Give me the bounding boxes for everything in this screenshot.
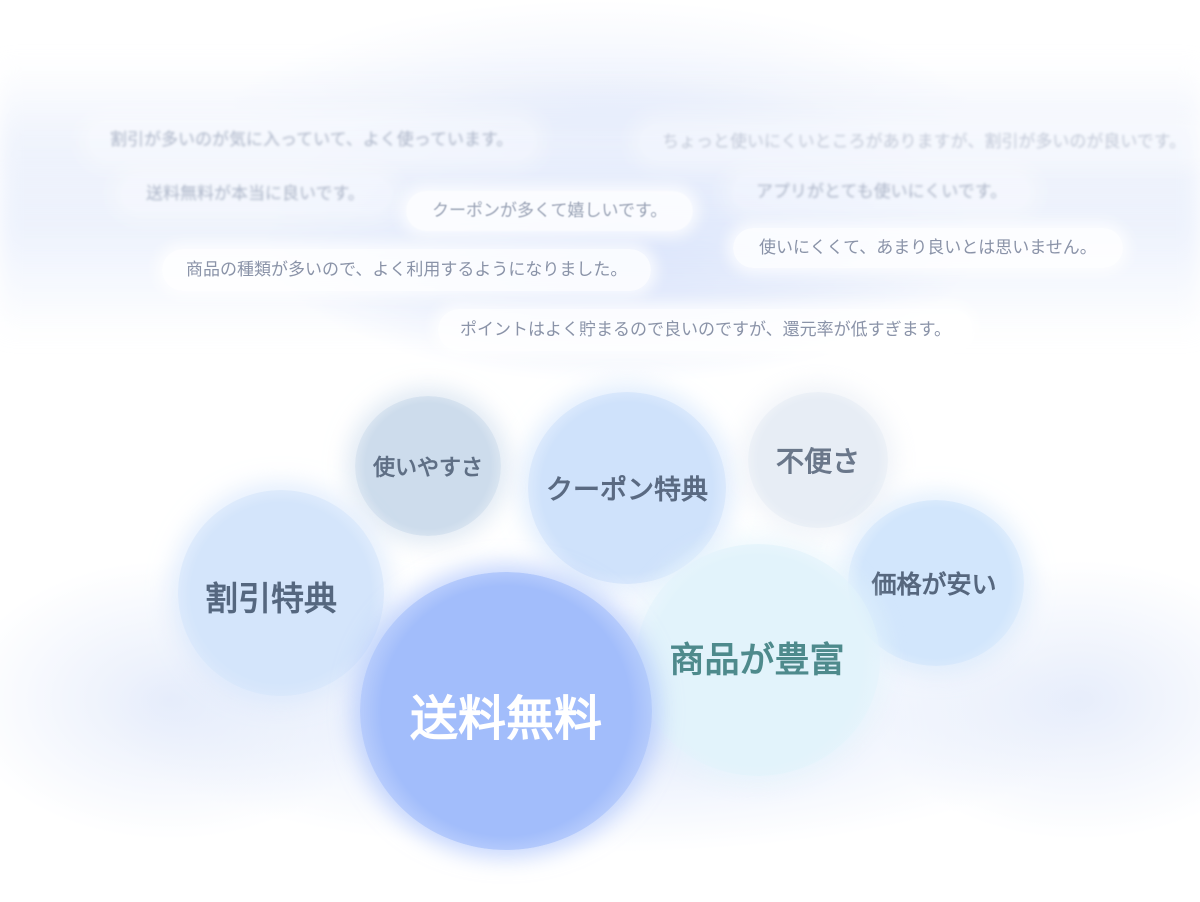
keyword-label: クーポン特典 [546,474,708,506]
keyword-bubble-usability[interactable]: 使いやすさ [355,396,501,536]
keyword-bubble-discount[interactable]: 割引特典 [178,490,384,696]
keyword-label: 価格が安い [871,570,997,599]
comment-pill: ポイントはよく貯まるので良いのですが、還元率が低すぎます。 [438,309,973,351]
keyword-label: 割引特典 [205,579,337,618]
keyword-label: 使いやすさ [372,456,483,481]
keyword-label: 商品が豊富 [669,640,845,681]
comment-pill: 送料無料が本当に良いです。 [120,176,391,212]
keyword-bubble-inconvenience[interactable]: 不便さ [748,392,888,528]
keyword-label: 不便さ [775,445,860,478]
keyword-bubble-coupon[interactable]: クーポン特典 [528,392,726,584]
comment-pill: 使いにくくて、あまり良いとは思いません。 [733,228,1123,268]
comment-pill: 割引が多いのが気に入っていて、よく使っています。 [88,120,536,160]
keyword-bubble-free-shipping[interactable]: 送料無料 [360,572,652,850]
comment-pill: クーポンが多くて嬉しいです。 [406,191,694,231]
keyword-label: 送料無料 [409,691,602,747]
comment-pill: ちょっと使いにくいところがありますが、割引が多いのが良いです。 [640,124,1200,160]
keyword-bubble-wide-selection[interactable]: 商品が豊富 [636,544,880,776]
comment-pill: アプリがとても使いにくいです。 [732,174,1032,210]
comment-pill: 商品の種類が多いので、よく利用するようになりました。 [162,249,652,291]
